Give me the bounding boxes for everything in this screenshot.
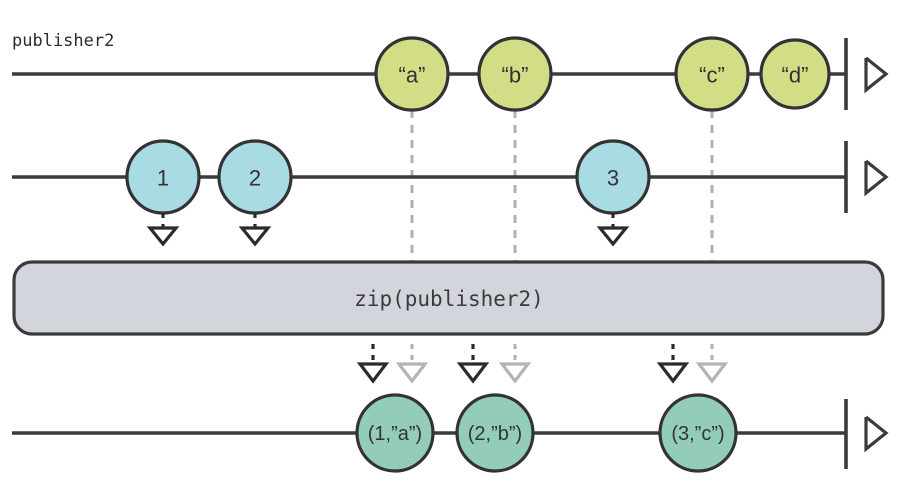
publisher2-arrowhead-icon [864, 56, 889, 94]
output-arrow-pair-3 [656, 344, 729, 384]
down-triangle-icon [498, 362, 532, 384]
operator-label: zip(publisher2) [354, 287, 544, 311]
marble-c[interactable]: “c” [674, 36, 750, 112]
marble-2-label: 2 [249, 166, 261, 191]
publisher2-stream: “a” “b” “c” “d” [12, 36, 889, 262]
output-stream: (1,”a”) (2,”b”) (3,”c”) [12, 393, 889, 473]
publisher2-caption: publisher2 [12, 31, 114, 51]
output-arrow-pair-2 [456, 344, 532, 384]
marble-b-label: “b” [502, 63, 529, 88]
marble-c-label: “c” [699, 63, 725, 88]
marble-d[interactable]: “d” [759, 38, 831, 110]
marble-1-label: 1 [157, 166, 169, 191]
marble-2[interactable]: 2 [217, 139, 293, 215]
publisher1-stream: 1 2 3 [12, 139, 889, 247]
down-triangle-icon [695, 362, 729, 384]
marble-1[interactable]: 1 [125, 139, 201, 215]
down-triangle-icon [146, 226, 180, 247]
output-emission-arrows [356, 344, 729, 384]
emission-arrow-3 [596, 213, 630, 247]
down-triangle-icon [395, 362, 429, 384]
marble-3-label: 3 [607, 166, 619, 191]
emission-arrow-1 [146, 213, 180, 247]
marble-b[interactable]: “b” [477, 36, 553, 112]
marble-c-circle[interactable] [674, 36, 750, 112]
marble-a-label: “a” [399, 63, 426, 88]
marble-tuple-3[interactable]: (3,”c”) [658, 393, 738, 473]
marble-tuple-1-circle[interactable] [355, 393, 435, 473]
publisher1-arrowhead-icon [864, 159, 889, 197]
operator-box[interactable]: zip(publisher2) [12, 260, 885, 336]
marble-tuple-2-circle[interactable] [455, 393, 535, 473]
down-triangle-icon [456, 362, 490, 384]
emission-arrow-2 [238, 213, 272, 247]
marble-tuple-1-label: (1,”a”) [368, 423, 422, 445]
marble-tuple-1[interactable]: (1,”a”) [355, 393, 435, 473]
down-triangle-icon [238, 226, 272, 247]
marble-tuple-3-label: (3,”c”) [671, 423, 724, 445]
marble-d-label: “d” [782, 63, 809, 88]
down-triangle-icon [356, 362, 390, 384]
down-triangle-icon [596, 226, 630, 247]
down-triangle-icon [656, 362, 690, 384]
marble-tuple-2-label: (2,”b”) [468, 423, 522, 445]
marble-tuple-2[interactable]: (2,”b”) [455, 393, 535, 473]
operator-box-rect[interactable] [12, 260, 885, 336]
marble-d-circle[interactable] [759, 38, 831, 110]
marble-tuple-3-circle[interactable] [658, 393, 738, 473]
marble-3[interactable]: 3 [575, 139, 651, 215]
marble-a-circle[interactable] [374, 36, 450, 112]
output-arrow-pair-1 [356, 344, 429, 384]
marble-a[interactable]: “a” [374, 36, 450, 112]
output-arrowhead-icon [864, 415, 889, 453]
marble-b-circle[interactable] [477, 36, 553, 112]
